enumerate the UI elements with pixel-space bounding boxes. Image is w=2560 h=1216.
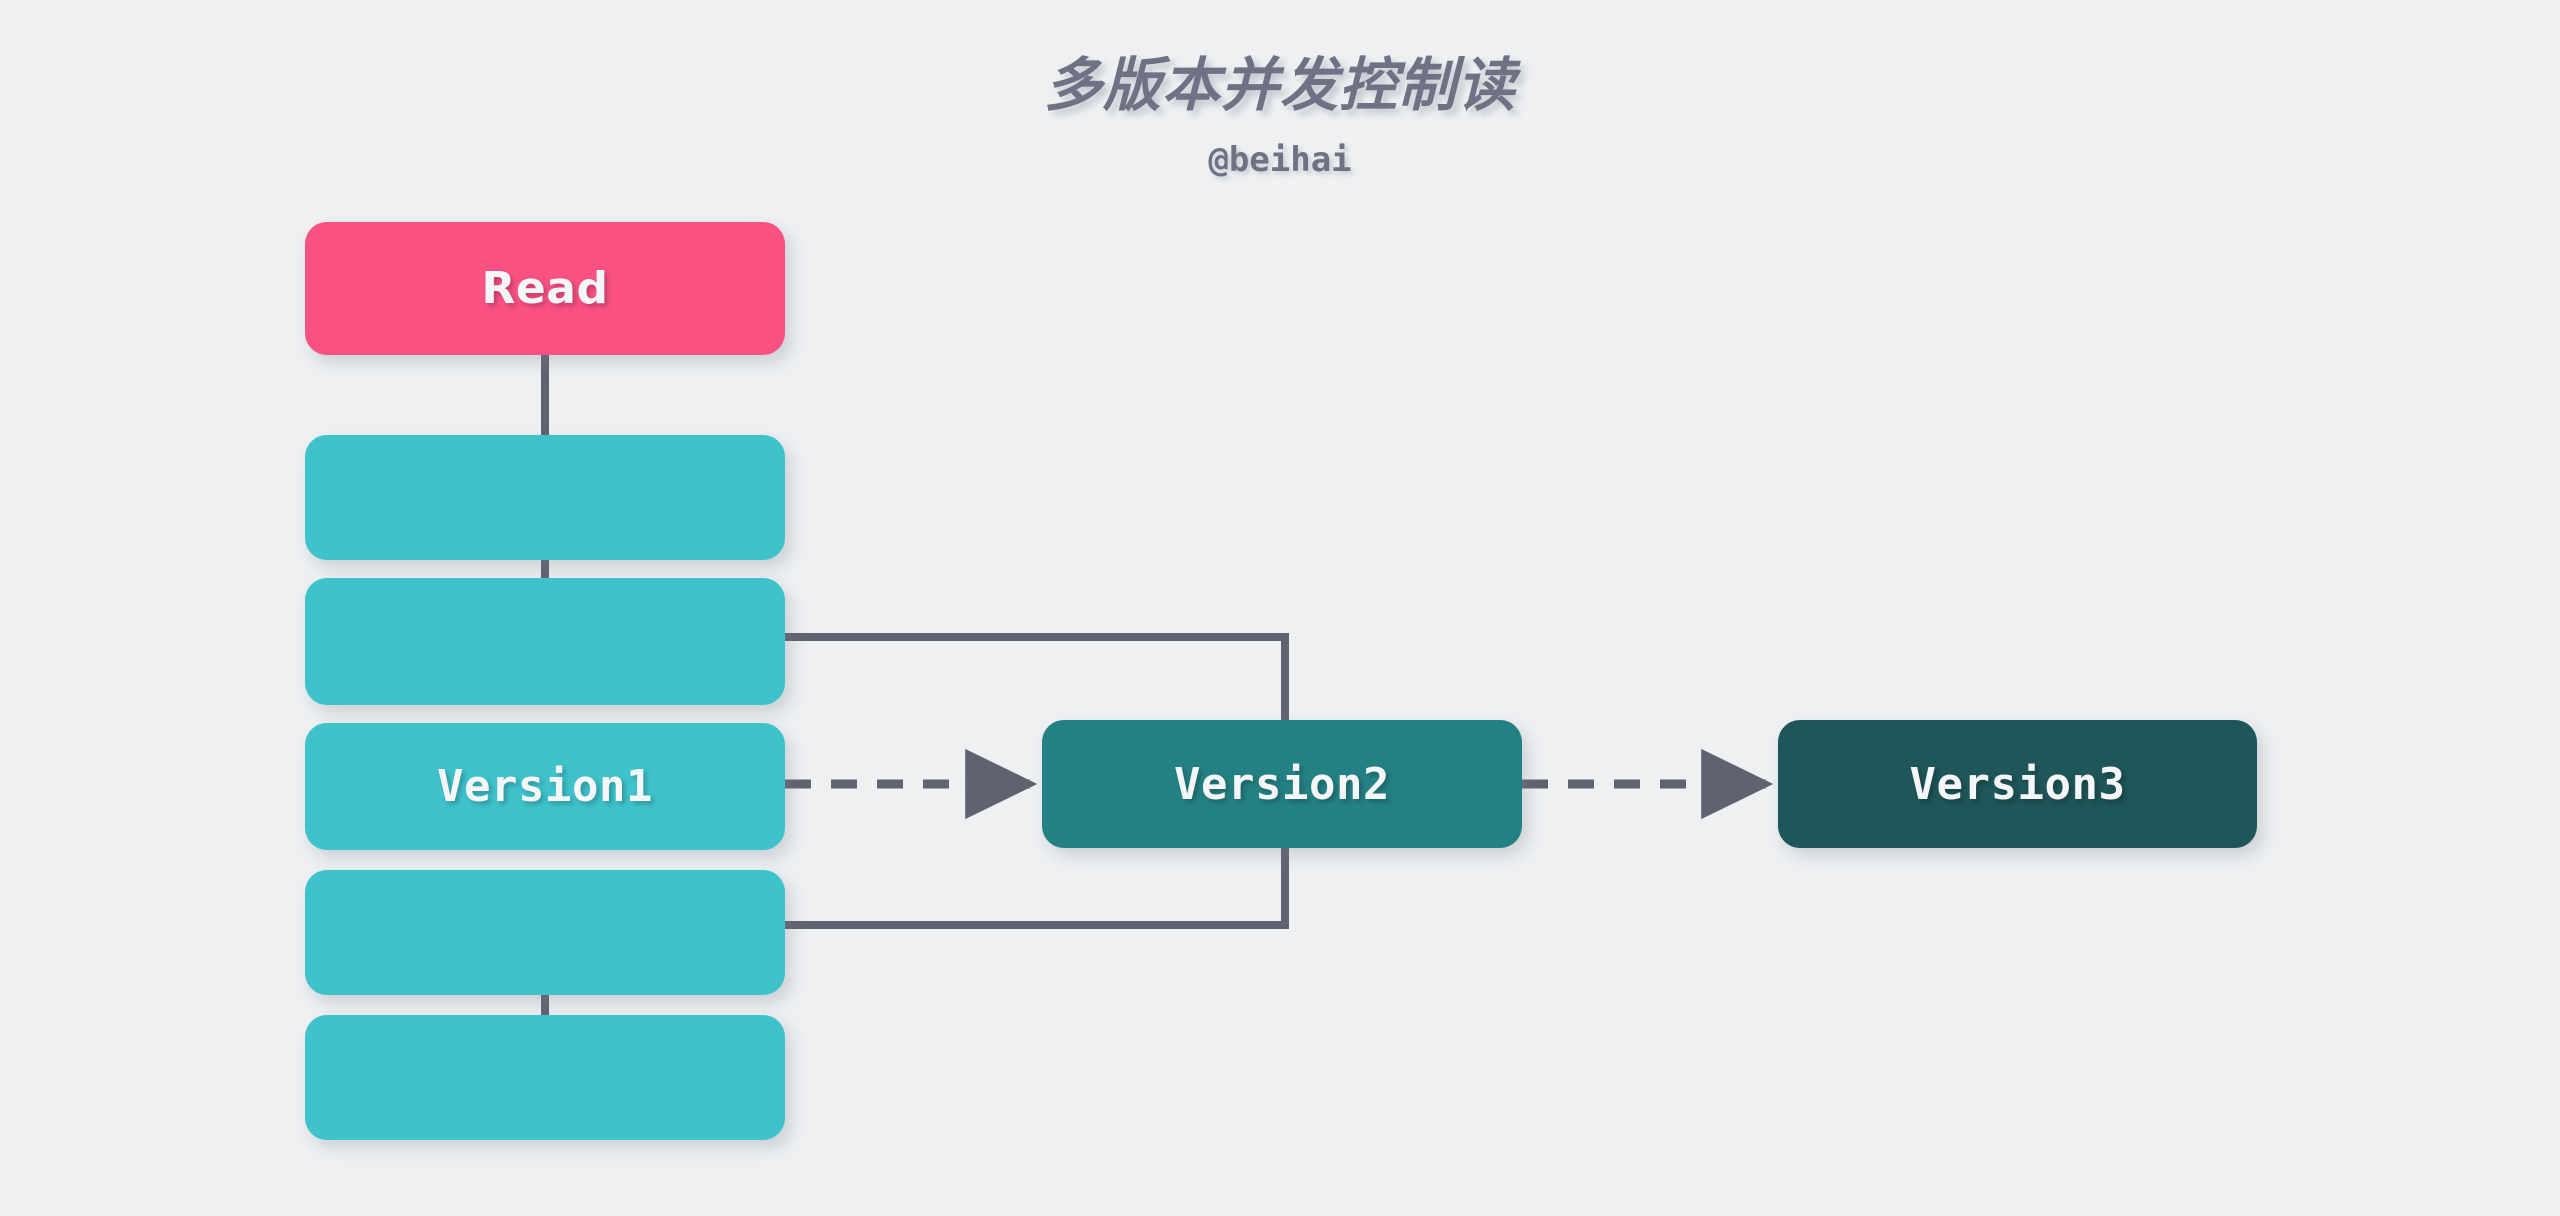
page-title: 多版本并发控制读: [1043, 51, 1516, 119]
row-node-1[interactable]: [305, 578, 785, 705]
version-node-version2[interactable]: Version2: [1042, 720, 1522, 848]
version-row-node-version1[interactable]: Version1: [305, 723, 785, 850]
version-node-version3[interactable]: Version3: [1778, 720, 2257, 848]
page-subtitle-author: @beihai: [1208, 140, 1352, 180]
version-node-label: Version2: [1174, 758, 1390, 810]
read-node[interactable]: Read: [305, 222, 785, 355]
row-node-label: Version1: [437, 761, 653, 812]
row-node-4[interactable]: [305, 1015, 785, 1140]
row-node-0[interactable]: [305, 435, 785, 560]
read-node-label: Read: [481, 263, 609, 314]
version-node-label: Version3: [1909, 758, 2126, 810]
row-node-3[interactable]: [305, 870, 785, 995]
